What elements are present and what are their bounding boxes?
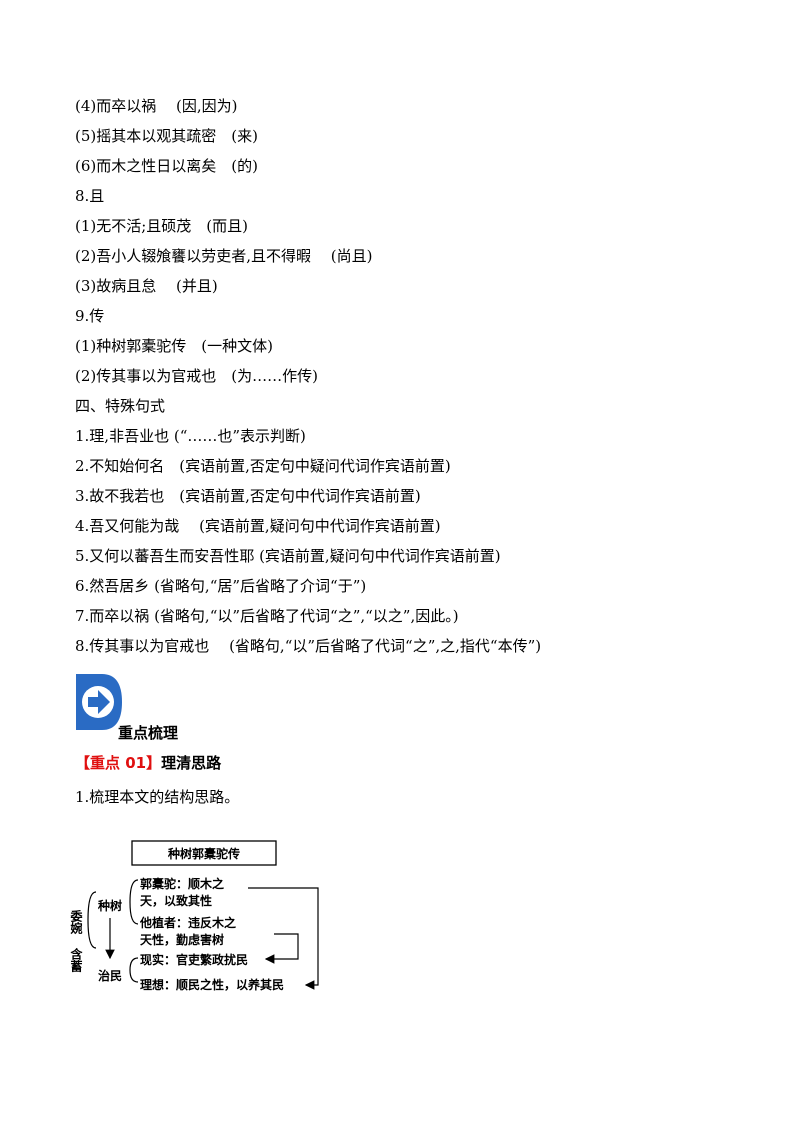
arrow-icon: [76, 674, 122, 730]
text-line: 6.然吾居乡 (省略句,“居”后省略了介词“于”): [75, 577, 367, 595]
text-line: (4)而卒以祸 (因,因为): [75, 97, 238, 115]
guo-line1: 郭橐驼：顺木之: [140, 876, 224, 891]
reality: 现实：官吏繁政扰民: [140, 952, 248, 967]
point-title: 理清思路: [161, 754, 222, 772]
text-line: 8.且: [75, 187, 105, 205]
text-line: (3)故病且怠 (并且): [75, 277, 218, 295]
text-line: 8.传其事以为官戒也 (省略句,“以”后省略了代词“之”,之,指代“本传”): [75, 637, 542, 655]
ideal: 理想：顺民之性，以养其民: [140, 977, 284, 992]
other-line2: 天性，勤虑害树: [140, 932, 224, 947]
text-line: 3.故不我若也 (宾语前置,否定句中代词作宾语前置): [75, 487, 421, 505]
text-line: (1)种树郭橐驼传 (一种文体): [75, 337, 273, 355]
section-title: 重点梳理: [118, 724, 179, 742]
intro-line: 1.梳理本文的结构思路。: [75, 788, 240, 806]
text-line: (5)摇其本以观其疏密 (来): [75, 127, 258, 145]
side-bottom: 含蓄: [69, 947, 83, 973]
text-line: (1)无不活;且硕茂 (而且): [75, 217, 249, 235]
text-line: (2)传其事以为官戒也 (为……作传): [75, 367, 318, 385]
left-brace: [87, 891, 97, 949]
text-line: 9.传: [75, 307, 105, 325]
diagram-title: 种树郭橐驼传: [167, 846, 240, 861]
govern-brace: [129, 957, 139, 983]
arrow-other-reality: [264, 933, 299, 964]
node-govern: 治民: [98, 968, 122, 983]
node-plant: 种树: [97, 898, 122, 913]
text-line: 1.理,非吾业也 (“……也”表示判断): [75, 427, 306, 445]
arrow-guo-ideal: [248, 887, 319, 990]
text-line: (2)吾小人辍飧饔以劳吏者,且不得暇 (尚且): [75, 247, 373, 265]
side-top: 委婉: [69, 909, 83, 935]
plant-brace: [129, 879, 139, 925]
other-line1: 他植者：违反木之: [139, 915, 236, 930]
guo-line2: 天，以致其性: [140, 893, 212, 908]
text-line: (6)而木之性日以离矣 (的): [75, 157, 258, 175]
text-line: 2.不知始何名 (宾语前置,否定句中疑问代词作宾语前置): [75, 457, 451, 475]
point-tag: 【重点 01】: [75, 754, 162, 772]
text-line: 7.而卒以祸 (省略句,“以”后省略了代词“之”,“以之”,因此。): [75, 607, 459, 625]
point-heading: 【重点 01】理清思路: [75, 752, 221, 773]
structure-diagram: 种树郭橐驼传 委婉 含蓄 种树 治民 郭橐驼：顺木之 天，以致其性 他植者：违反…: [69, 840, 319, 992]
text-line: 5.又何以蕃吾生而安吾性耶 (宾语前置,疑问句中代词作宾语前置): [75, 547, 501, 565]
text-line: 四、特殊句式: [75, 397, 166, 415]
text-line: 4.吾又何能为哉 (宾语前置,疑问句中代词作宾语前置): [75, 517, 441, 535]
diagram-title-box: [131, 840, 277, 866]
